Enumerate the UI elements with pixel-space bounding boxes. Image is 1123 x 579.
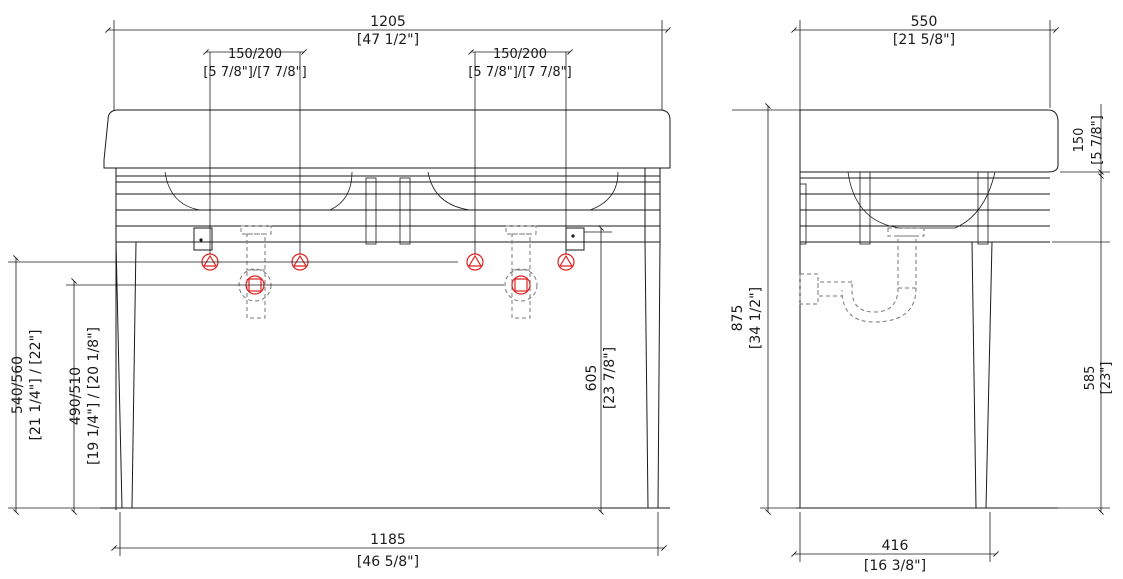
drain-right bbox=[504, 225, 538, 319]
dim-frame-height: 585 bbox=[1083, 366, 1098, 391]
side-basin-outline bbox=[799, 109, 1059, 173]
bowl-right bbox=[427, 171, 619, 211]
dim-mount-height: 605 bbox=[584, 365, 600, 392]
dim-tap-spacing-left-in: [5 7/8"]/[7 7/8"] bbox=[203, 65, 306, 80]
center-support-right bbox=[399, 177, 411, 245]
bracket-left-bolt bbox=[199, 238, 203, 242]
dim-leg-depth-in: [16 3/8"] bbox=[864, 558, 926, 574]
side-upright-back bbox=[977, 171, 989, 245]
drain-marker-right bbox=[511, 275, 531, 295]
dim-depth-in: [21 5/8"] bbox=[893, 32, 955, 48]
dim-total-height: 875 bbox=[730, 305, 746, 332]
side-upright-front bbox=[859, 171, 871, 245]
dim-drain-height: 490/510 bbox=[68, 367, 84, 425]
bracket-right-bolt bbox=[571, 234, 575, 238]
front-leg-right bbox=[644, 168, 661, 509]
center-support-left bbox=[365, 177, 377, 245]
dim-tap-spacing-right-in: [5 7/8"]/[7 7/8"] bbox=[468, 65, 571, 80]
dim-overall-width: 1205 bbox=[370, 14, 406, 30]
dim-basin-height-in: [5 7/8"] bbox=[1090, 115, 1105, 164]
dim-basin-height: 150 bbox=[1072, 128, 1087, 153]
supply-marker-3 bbox=[466, 253, 484, 271]
side-wall-plate bbox=[799, 183, 807, 245]
dim-depth: 550 bbox=[911, 14, 938, 30]
dim-leg-width: 1185 bbox=[370, 532, 406, 548]
bracket-left bbox=[193, 227, 213, 251]
dim-total-height-in: [34 1/2"] bbox=[748, 287, 764, 349]
side-leg bbox=[971, 241, 993, 509]
basin-outline bbox=[103, 109, 671, 169]
dim-supply-height: 540/560 bbox=[10, 356, 26, 414]
front-leg-left bbox=[115, 168, 137, 509]
front-view bbox=[100, 52, 671, 510]
dim-frame-height-in: [23"] bbox=[1099, 362, 1114, 395]
side-p-trap bbox=[799, 227, 925, 323]
bracket-right bbox=[565, 227, 585, 251]
dim-leg-width-in: [46 5/8"] bbox=[357, 554, 419, 570]
front-dimensions: 1205 [47 1/2"] 150/200 [5 7/8"]/[7 7/8"]… bbox=[8, 14, 671, 570]
dim-drain-height-in: [19 1/4"] / [20 1/8"] bbox=[86, 327, 102, 465]
side-view bbox=[796, 109, 1059, 509]
side-bowl bbox=[847, 171, 996, 229]
dim-supply-height-in: [21 1/4"] / [22"] bbox=[28, 330, 44, 441]
bowl-left bbox=[164, 171, 353, 211]
dim-overall-width-in: [47 1/2"] bbox=[357, 32, 419, 48]
drain-left bbox=[238, 225, 272, 319]
dim-tap-spacing-right: 150/200 bbox=[493, 47, 547, 62]
supply-marker-4 bbox=[557, 253, 575, 271]
dim-leg-depth: 416 bbox=[882, 538, 909, 554]
dim-tap-spacing-left: 150/200 bbox=[228, 47, 282, 62]
dim-mount-height-in: [23 7/8"] bbox=[602, 347, 618, 409]
side-dimensions: 550 [21 5/8"] 875 [34 1/2"] 150 [5 7/8"]… bbox=[730, 14, 1114, 574]
